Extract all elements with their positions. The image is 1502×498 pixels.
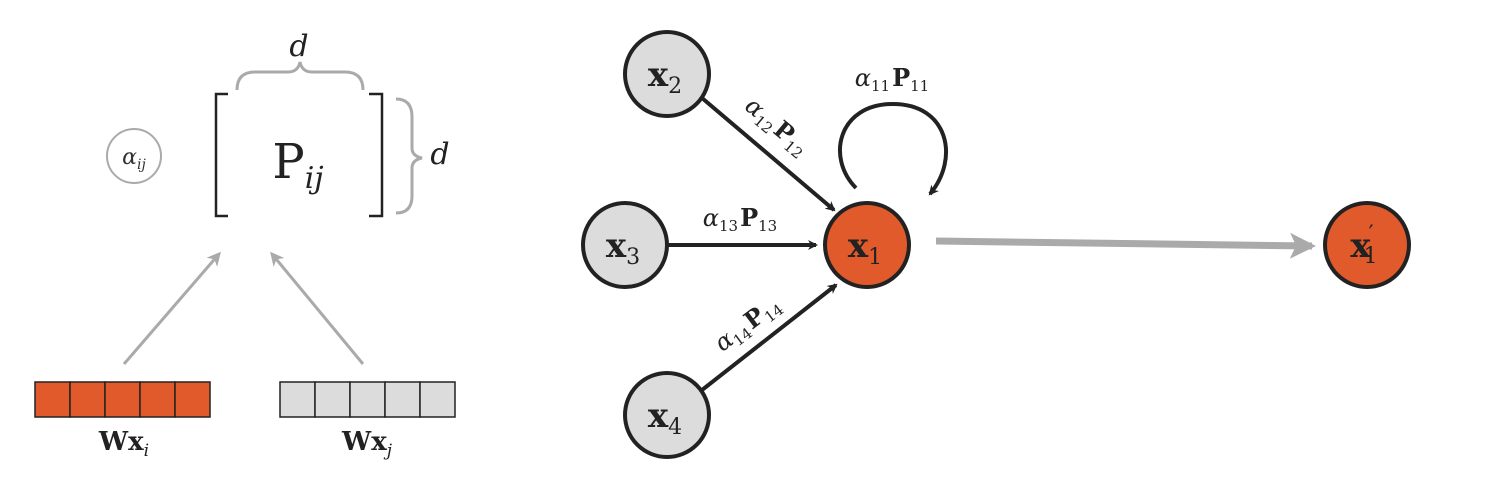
dim-top-label: d [289,29,308,64]
svg-text:α12P12: α12P12 [738,90,816,162]
vector-j-cell [419,381,456,418]
edge-label-11: α11P11 [855,63,929,95]
vector-j-cell [279,381,316,418]
vector-j-cell [384,381,421,418]
graph-panel: α12P12 α13P13 α14P14 α11P11 x2 x3 x4 x1 [581,30,1411,459]
matrix-label: Pij [272,134,323,196]
node-x1-prime: x′1 [1323,201,1411,289]
svg-text:x3: x3 [606,226,640,270]
edge-x2-x1 [700,96,836,212]
svg-text:x′1: x′1 [1350,222,1377,269]
vector-j-cell [349,381,386,418]
alpha-label: αij [122,145,146,173]
node-x3: x3 [581,201,669,289]
svg-text:α11P11: α11P11 [855,63,929,95]
svg-text:α14P14: α14P14 [708,289,787,359]
left-panel: αij Pij d d Wxi Wxj [34,29,456,461]
node-x4: x4 [623,371,711,459]
node-x2: x2 [623,30,711,118]
vector-j-cell [314,381,351,418]
top-dimension-brace [235,61,365,91]
svg-text:x1: x1 [848,226,882,270]
vector-j-label: Wxj [341,427,393,461]
vector-i-cell [139,381,176,418]
edge-label-14: α14P14 [708,289,787,359]
edge-x4-x1 [700,283,838,392]
vector-j [279,381,456,418]
vector-i-cell [69,381,106,418]
alpha-coefficient: αij [106,128,162,184]
edge-label-13: α13P13 [703,203,777,235]
matrix-brackets [214,92,384,218]
vector-i-cell [174,381,211,418]
edge-label-12: α12P12 [738,90,816,163]
left-bracket [214,92,228,218]
dim-right-label: d [430,137,449,172]
node-x1: x1 [823,201,911,289]
vector-i-label: Wxi [98,427,149,461]
arrow-vec-i-to-matrix [122,251,221,365]
svg-text:x4: x4 [648,396,682,440]
vector-i-cell [34,381,71,418]
right-dimension-brace [395,97,423,215]
right-bracket [369,92,384,218]
update-arrow [935,232,1316,259]
edge-self-loop-x1 [838,101,948,196]
svg-text:α13P13: α13P13 [703,203,777,235]
vector-i-cell [104,381,141,418]
vector-i [34,381,211,418]
svg-text:x2: x2 [648,55,682,99]
arrow-vec-j-to-matrix [270,251,365,365]
